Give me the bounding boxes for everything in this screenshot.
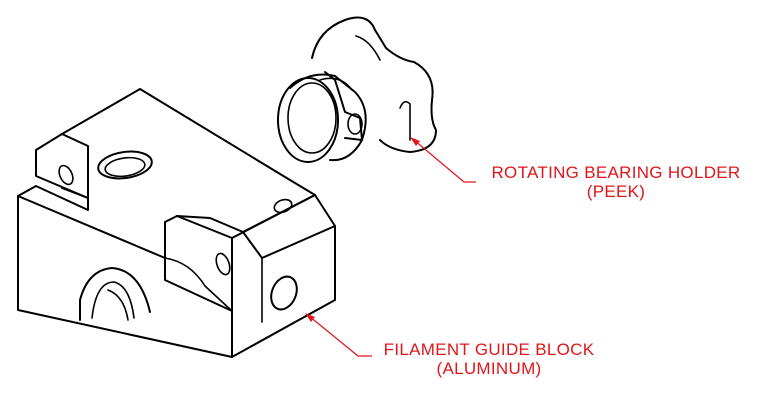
block-step <box>164 215 233 358</box>
filament-guide-block <box>17 88 336 358</box>
holder-lobed-body <box>311 16 437 153</box>
guide-block-name: FILAMENT GUIDE BLOCK <box>383 340 595 359</box>
bearing-holder-material: (PEEK) <box>586 182 646 201</box>
block-front-face <box>17 185 233 358</box>
bearing-holder-name: ROTATING BEARING HOLDER <box>491 163 741 182</box>
top-bore-hole <box>97 150 153 180</box>
callout-guide-block: FILAMENT GUIDE BLOCK (ALUMINUM) <box>372 340 606 378</box>
step-hole <box>215 252 231 276</box>
leader-bearing-holder <box>410 137 476 183</box>
rotating-bearing-holder <box>277 16 437 163</box>
filament-channel <box>79 267 151 321</box>
right-face-hole <box>270 275 298 311</box>
callout-bearing-holder: ROTATING BEARING HOLDER (PEEK) <box>474 163 758 201</box>
block-top-face <box>61 88 316 233</box>
leader-guide-block <box>305 313 372 357</box>
guide-block-material: (ALUMINUM) <box>436 359 542 378</box>
holder-front-disc <box>277 77 339 163</box>
block-right-face <box>231 194 336 358</box>
